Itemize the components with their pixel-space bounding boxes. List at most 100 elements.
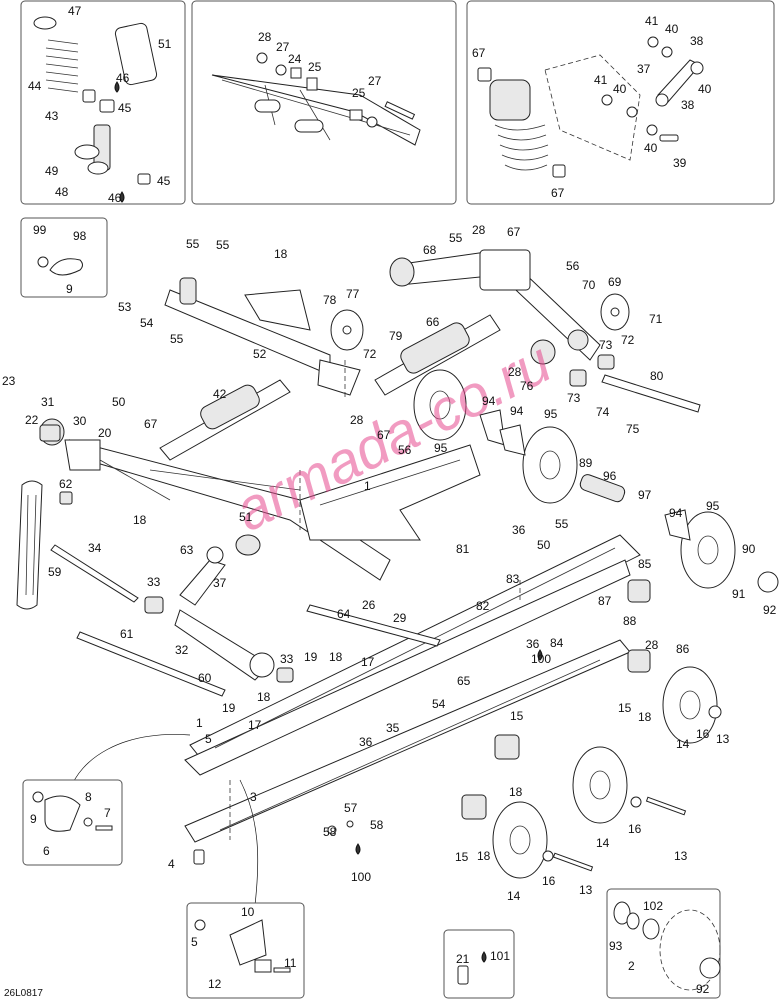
callout: 56 xyxy=(398,443,412,457)
callout: 69 xyxy=(608,275,622,289)
callout: 30 xyxy=(73,414,87,428)
callout: 18 xyxy=(133,513,147,527)
callout: 14 xyxy=(507,889,521,903)
callout: 100 xyxy=(531,652,551,666)
callout: 37 xyxy=(637,62,651,76)
callout: 28 xyxy=(472,223,486,237)
callout: 93 xyxy=(609,939,623,953)
callout: 55 xyxy=(555,517,569,531)
callout: 35 xyxy=(386,721,400,735)
callout: 40 xyxy=(698,82,712,96)
callout: 22 xyxy=(25,413,39,427)
callout: 57 xyxy=(344,801,358,815)
callout: 91 xyxy=(732,587,746,601)
callout: 13 xyxy=(716,732,730,746)
callout: 36 xyxy=(526,637,540,651)
callout: 65 xyxy=(457,674,471,688)
callout: 92 xyxy=(763,603,777,617)
callout: 55 xyxy=(186,237,200,251)
callout: 56 xyxy=(566,259,580,273)
callout: 72 xyxy=(363,347,377,361)
callout: 94 xyxy=(510,404,524,418)
callout: 45 xyxy=(118,101,132,115)
callout: 9 xyxy=(66,282,73,296)
inset-shock-spring xyxy=(20,0,186,205)
wheel-95-c xyxy=(680,511,736,589)
callout: 20 xyxy=(98,426,112,440)
callout: 37 xyxy=(213,576,227,590)
callout: 47 xyxy=(68,4,82,18)
callout: 41 xyxy=(645,14,659,28)
callout: 94 xyxy=(669,506,683,520)
callout: 55 xyxy=(449,231,463,245)
callout: 49 xyxy=(45,164,59,178)
main-assembly xyxy=(16,249,779,906)
callout: 27 xyxy=(276,40,290,54)
callout: 66 xyxy=(426,315,440,329)
callout: 88 xyxy=(623,614,637,628)
callout: 41 xyxy=(594,73,608,87)
callout: 17 xyxy=(248,718,262,732)
callout: 59 xyxy=(48,565,62,579)
callout: 17 xyxy=(361,655,375,669)
wheel-95-b xyxy=(522,426,578,504)
callout: 67 xyxy=(472,46,486,60)
callout-labels: 47 51 44 46 43 45 49 48 46 45 28 27 24 2… xyxy=(2,4,777,996)
inset-wheel-cap xyxy=(606,888,721,999)
callout: 90 xyxy=(742,542,756,556)
callout: 71 xyxy=(649,312,663,326)
callout: 87 xyxy=(598,594,612,608)
callout: 18 xyxy=(329,650,343,664)
callout: 58 xyxy=(370,818,384,832)
callout: 54 xyxy=(432,697,446,711)
callout: 96 xyxy=(603,469,617,483)
callout: 67 xyxy=(377,428,391,442)
callout: 79 xyxy=(389,329,403,343)
callout: 18 xyxy=(274,247,288,261)
callout: 99 xyxy=(33,223,47,237)
callout: 28 xyxy=(508,365,522,379)
callout: 27 xyxy=(368,74,382,88)
callout: 14 xyxy=(676,737,690,751)
callout: 97 xyxy=(638,488,652,502)
callout: 95 xyxy=(434,441,448,455)
figure-code: 26L0817 xyxy=(4,988,43,999)
callout: 50 xyxy=(537,538,551,552)
callout: 62 xyxy=(59,477,73,491)
callout: 13 xyxy=(674,849,688,863)
callout: 19 xyxy=(304,650,318,664)
callout: 54 xyxy=(140,316,154,330)
callout: 53 xyxy=(118,300,132,314)
inset-front-shock xyxy=(466,0,775,205)
callout: 46 xyxy=(116,71,130,85)
inset-grease xyxy=(443,929,515,999)
callout: 58 xyxy=(323,825,337,839)
callout: 24 xyxy=(288,52,302,66)
callout: 45 xyxy=(157,174,171,188)
callout: 14 xyxy=(596,836,610,850)
callout: 15 xyxy=(618,701,632,715)
inset-bracket xyxy=(20,217,108,298)
wheel-95-a xyxy=(413,369,467,441)
callout: 5 xyxy=(191,935,198,949)
wheel-14-a xyxy=(662,666,718,744)
callout: 15 xyxy=(510,709,524,723)
callout: 76 xyxy=(520,379,534,393)
callout: 7 xyxy=(104,806,111,820)
callout: 55 xyxy=(216,238,230,252)
callout: 51 xyxy=(158,37,172,51)
callout: 46 xyxy=(108,191,122,205)
callout: 6 xyxy=(43,844,50,858)
callout: 25 xyxy=(352,86,366,100)
callout: 85 xyxy=(638,557,652,571)
callout: 81 xyxy=(456,542,470,556)
callout: 11 xyxy=(284,956,297,970)
wheel-14-b xyxy=(572,746,628,824)
callout: 86 xyxy=(676,642,690,656)
callout: 77 xyxy=(346,287,360,301)
callout: 19 xyxy=(222,701,236,715)
callout: 28 xyxy=(350,413,364,427)
callout: 74 xyxy=(596,405,610,419)
